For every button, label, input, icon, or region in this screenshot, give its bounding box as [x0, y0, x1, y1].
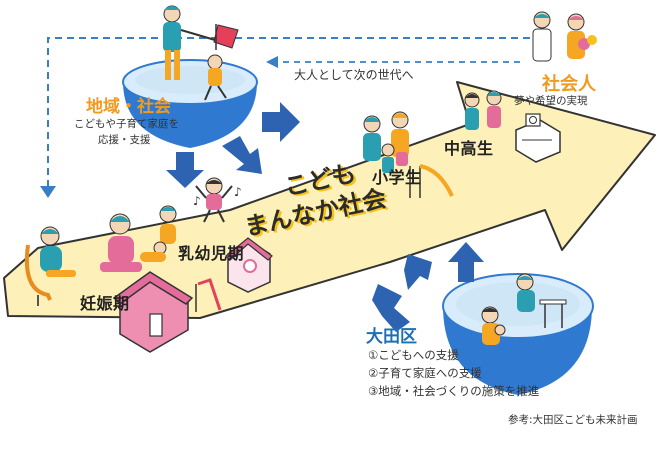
- ota-staff-figure: [516, 273, 567, 328]
- community-adult-figure: [163, 5, 239, 80]
- community-child-figure: [204, 54, 227, 101]
- stage-elementary: 小学生: [372, 168, 422, 187]
- blue-arrow-diag-1: [222, 136, 262, 174]
- stage-adult: 社会人: [542, 74, 596, 95]
- blue-arrow-up-1: [448, 242, 484, 282]
- dashed-short-arrowhead: [266, 56, 278, 68]
- nursery-building-icon: [225, 237, 273, 293]
- blue-arrow-diag-2: [404, 254, 432, 290]
- elementary-students-figure: [363, 111, 409, 173]
- ota-title: 大田区: [366, 327, 417, 347]
- music-note-icon: ♪: [193, 194, 201, 208]
- stage-pregnancy: 妊娠期: [80, 294, 130, 313]
- ota-item-1: ①こどもへの支援: [368, 348, 459, 362]
- next-generation-label: 大人として次の世代へ: [294, 68, 414, 82]
- reference-note: 参考:大田区こども未来計画: [508, 414, 638, 426]
- jumping-child-figure: ♪ ♪: [193, 177, 242, 223]
- adult-caption: 夢や希望の実現: [514, 95, 588, 107]
- pink-house-icon: [112, 271, 194, 353]
- ota-parent-figure: [481, 306, 506, 345]
- highschool-students-figure: [464, 90, 502, 130]
- stage-infancy: 乳幼児期: [178, 244, 245, 263]
- stage-highschool: 中高生: [444, 139, 494, 158]
- playground-slide-icon: [409, 164, 454, 198]
- school-building-icon: [515, 113, 561, 163]
- blue-arrow-down-1: [166, 152, 204, 188]
- ota-item-2: ②子育て家庭への支援: [368, 366, 482, 380]
- blue-arrow-diag-3: [372, 284, 410, 332]
- adult-family-figure: [532, 11, 597, 62]
- community-title: 地域・社会: [86, 97, 171, 117]
- blue-arrow-right-1: [262, 102, 300, 142]
- slide-icon: [195, 278, 222, 312]
- dashed-arrowhead: [40, 186, 56, 198]
- mother-baby-figure: [100, 205, 177, 272]
- community-desc-line1: こどもや子育て家庭を: [74, 118, 179, 130]
- pregnancy-figure: [24, 226, 76, 306]
- ota-item-3: ③地域・社会づくりの施策を推進: [368, 384, 540, 398]
- community-desc-line2: 応援・支援: [98, 134, 151, 146]
- music-note-icon: ♪: [234, 185, 242, 199]
- dashed-return-arrow: [47, 37, 530, 188]
